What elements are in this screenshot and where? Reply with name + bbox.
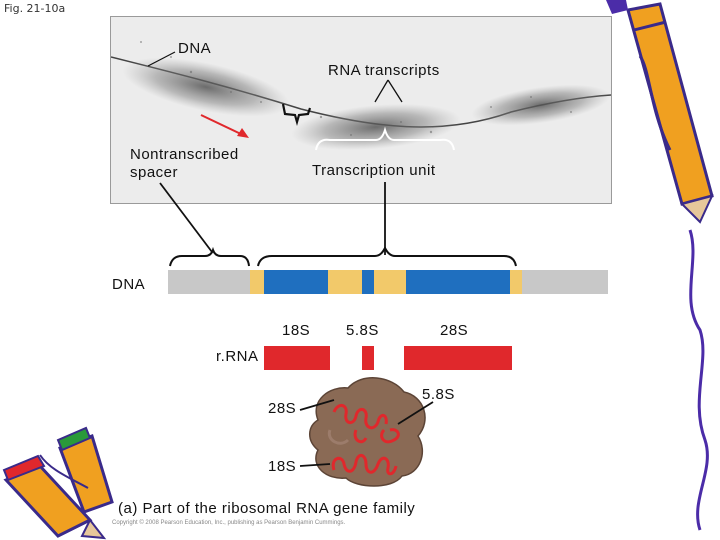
leader-58s (397, 401, 434, 425)
leader-18s (299, 463, 331, 467)
rna-leader-line-2 (387, 79, 403, 103)
ribosome-28s-strand (332, 404, 388, 430)
dna-leader-line (147, 51, 176, 67)
segment-label-18s: 18S (282, 322, 311, 339)
nontranscribed-label-line1: Nontranscribed (130, 146, 239, 163)
figure-label: Fig. 21-10a (4, 2, 66, 15)
transcription-unit-3 (471, 84, 611, 126)
rna-leader-line-1 (374, 79, 389, 103)
rrna-label: r.RNA (216, 348, 259, 365)
transcription-unit-label: Transcription unit (312, 162, 436, 179)
segment-label-58s: 5.8S (346, 322, 379, 339)
micrograph-panel (110, 16, 612, 204)
ribosome-18s-strand (331, 454, 398, 476)
ribosome-28s-label: 28S (268, 400, 297, 417)
leader-28s (299, 399, 335, 411)
ribosome-58s-strand (380, 428, 400, 444)
segment-label-28s: 28S (440, 322, 469, 339)
rrna-18s-bar (264, 346, 330, 370)
pencil-right-clipart (606, 0, 714, 531)
ribosome-18s-label: 18S (268, 458, 297, 475)
gene-dna-label: DNA (112, 276, 146, 293)
nontranscribed-label-line2: spacer (130, 164, 179, 181)
copyright-text: Copyright © 2008 Pearson Education, Inc.… (112, 520, 346, 526)
transcription-unit-1 (122, 57, 290, 117)
rna-transcripts-label: RNA transcripts (328, 62, 440, 79)
gene-bar-28s (406, 270, 510, 294)
transcription-unit-2 (291, 103, 461, 151)
direction-arrow (200, 114, 244, 136)
ribosome (309, 377, 426, 487)
pencils-left-clipart (2, 426, 114, 540)
spacer-brace-gene (169, 246, 250, 267)
micrograph-dna-label: DNA (178, 40, 212, 57)
transcription-brace-gene (257, 245, 517, 267)
rrna-28s-bar (404, 346, 512, 370)
figure-caption: (a) Part of the ribosomal RNA gene famil… (118, 500, 416, 517)
transcription-brace-micro (315, 126, 455, 151)
spacer-brace-micro (281, 103, 312, 127)
ribosome-58s-label: 5.8S (422, 386, 455, 403)
gene-bar (168, 270, 608, 294)
gene-bar-18s (264, 270, 328, 294)
micrograph-image (111, 41, 611, 151)
rrna-58s-bar (362, 346, 374, 370)
gene-bar-58s (362, 270, 374, 294)
spacer-connector (159, 182, 213, 253)
